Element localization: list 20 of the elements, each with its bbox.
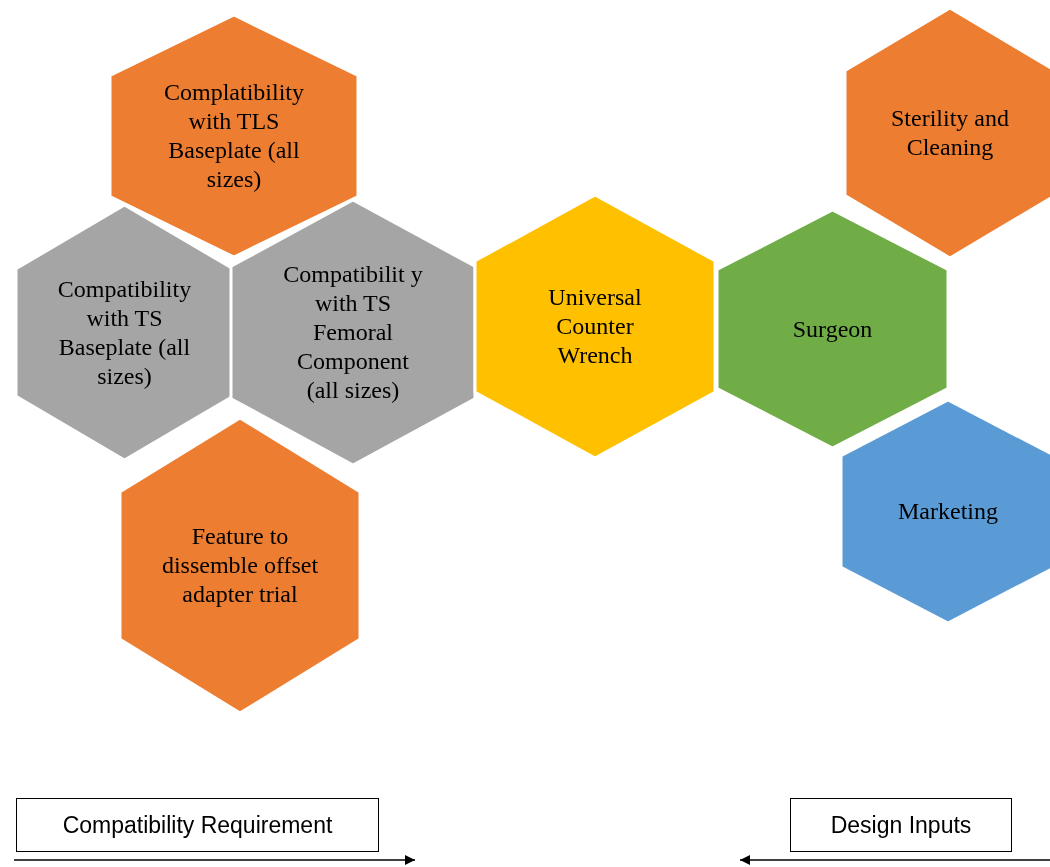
- node-text: Sterility and Cleaning: [890, 104, 1010, 162]
- node-text: Design Inputs: [830, 811, 972, 839]
- node-text: Compatibility with TS Baseplate (all sizes): [56, 274, 193, 391]
- hexagon: [475, 195, 715, 458]
- hexagon: [845, 8, 1050, 258]
- node-text: Universal Counter Wrench: [547, 283, 643, 370]
- node-text: Compatibilit y with TS Femoral Component (all sizes): [282, 260, 424, 405]
- hexagon: [841, 400, 1050, 623]
- hexagon: [231, 200, 475, 465]
- node-text: Compatibility Requirement: [62, 811, 333, 839]
- node-text: Complatibility with TLS Baseplate (all sizes): [163, 78, 305, 194]
- label-box: [790, 798, 1012, 852]
- node-text: Surgeon: [791, 314, 874, 344]
- hexagon: [717, 210, 948, 448]
- hexagon: [120, 418, 360, 713]
- label-box: [16, 798, 379, 852]
- node-text: Marketing: [897, 497, 999, 526]
- node-text: Feature to dissemble offset adapter trial: [160, 522, 320, 609]
- hexagon: [16, 205, 233, 460]
- hexagon: [110, 15, 358, 257]
